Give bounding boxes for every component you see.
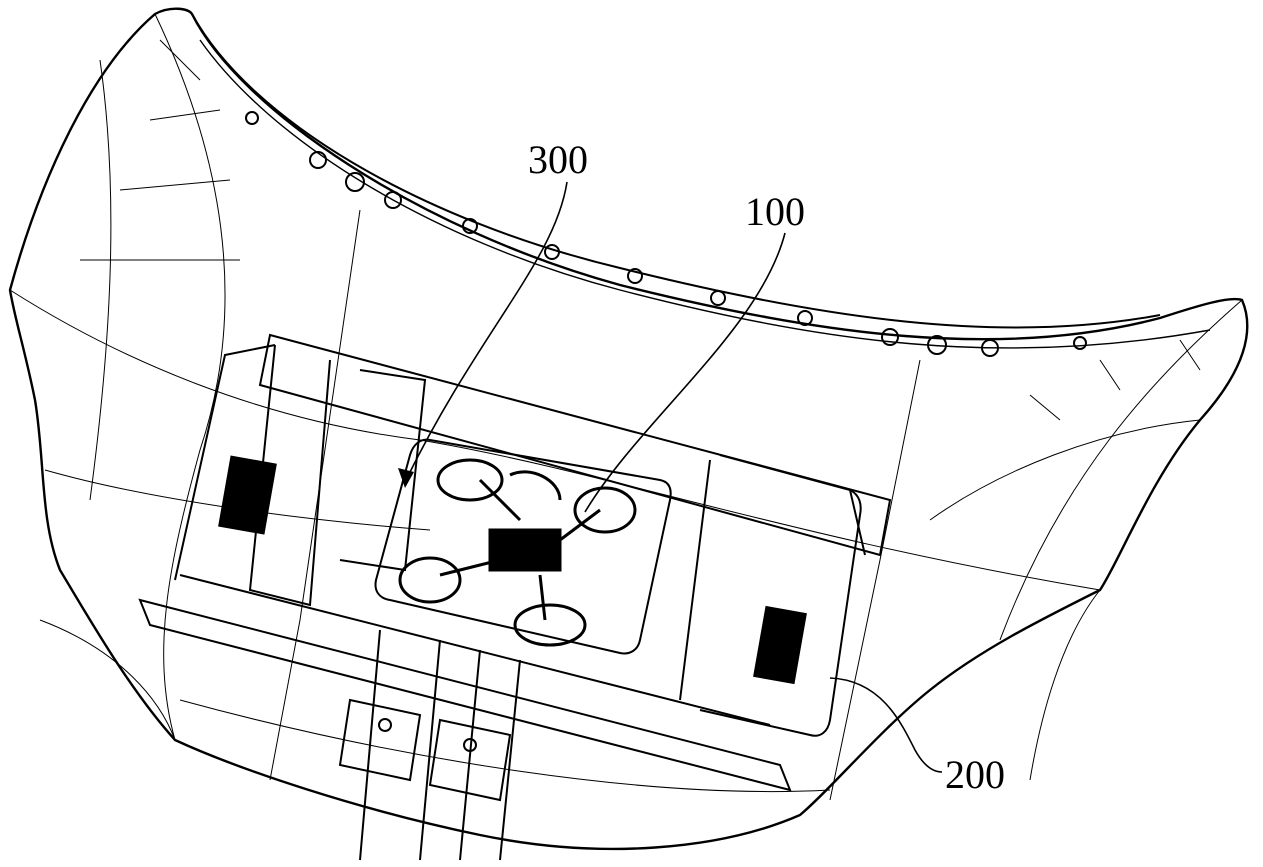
hood-outline [8,7,1249,851]
drone-bay [374,438,672,655]
left-storage-box [138,333,892,792]
right-storage-box [218,454,866,737]
mounting-holes [245,111,1087,357]
hood-lip [191,13,1161,329]
leader-100 [584,232,786,513]
leader-300 [406,181,568,479]
surface-lines [9,13,1243,801]
label-300: 300 [528,137,588,182]
label-200: 200 [945,752,1005,797]
arrow-300 [398,468,414,488]
hinge-brackets [338,629,521,861]
label-100: 100 [745,189,805,234]
leader-200 [829,677,943,773]
drone [398,458,637,647]
